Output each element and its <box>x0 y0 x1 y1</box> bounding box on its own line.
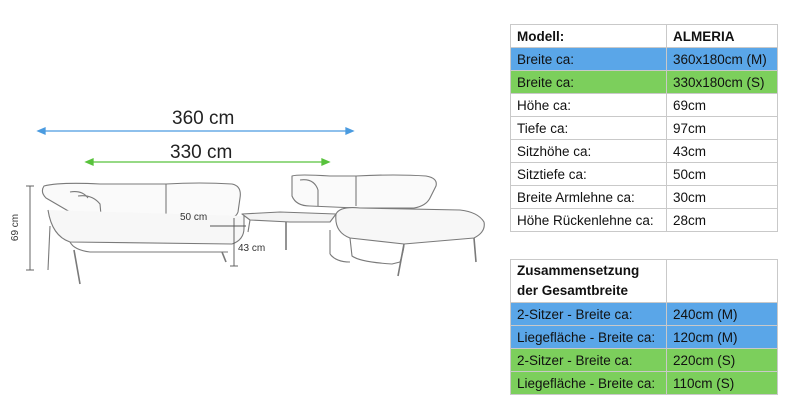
spec-label: Höhe Rückenlehne ca: <box>510 208 667 232</box>
spec-row: Breite ca: 360x180cm (M) <box>510 47 778 71</box>
spec-table: Modell: ALMERIA Breite ca: 360x180cm (M)… <box>510 24 778 232</box>
spec-value: 43cm <box>666 139 778 163</box>
composition-value: 120cm (M) <box>666 325 778 349</box>
composition-row: 2-Sitzer - Breite ca: 220cm (S) <box>510 348 778 372</box>
dimension-lines <box>26 185 246 271</box>
spec-row: Höhe Rückenlehne ca: 28cm <box>510 208 778 232</box>
spec-row: Breite ca: 330x180cm (S) <box>510 70 778 94</box>
seat-height-label: 43 cm <box>238 243 266 254</box>
spec-header-row: Modell: ALMERIA <box>510 24 778 48</box>
composition-table: Zusammensetzung der Gesamtbreite 2-Sitze… <box>510 259 778 395</box>
composition-label: Liegefläche - Breite ca: <box>510 325 667 349</box>
width-arrow-s <box>84 158 331 166</box>
composition-row: 2-Sitzer - Breite ca: 240cm (M) <box>510 302 778 326</box>
spec-row: Sitztiefe ca: 50cm <box>510 162 778 186</box>
composition-label: Liegefläche - Breite ca: <box>510 371 667 395</box>
sofa-dimension-drawing: 360 cm 330 cm 50 cm 43 cm 69 cm <box>10 108 485 285</box>
spec-value: 28cm <box>666 208 778 232</box>
width-label-m: 360 cm <box>172 108 235 129</box>
composition-header-label: Zusammensetzung der Gesamtbreite <box>510 259 667 303</box>
spec-value: 30cm <box>666 185 778 209</box>
width-arrow-m <box>36 127 355 135</box>
spec-row: Tiefe ca: 97cm <box>510 116 778 140</box>
spec-value: 360x180cm (M) <box>666 47 778 71</box>
composition-value: 240cm (M) <box>666 302 778 326</box>
spec-label: Breite Armlehne ca: <box>510 185 667 209</box>
spec-label: Tiefe ca: <box>510 116 667 140</box>
spec-label: Sitztiefe ca: <box>510 162 667 186</box>
seat-depth-label: 50 cm <box>180 212 208 223</box>
spec-row: Sitzhöhe ca: 43cm <box>510 139 778 163</box>
composition-row: Liegefläche - Breite ca: 120cm (M) <box>510 325 778 349</box>
composition-header-row: Zusammensetzung der Gesamtbreite <box>510 259 778 303</box>
composition-value: 110cm (S) <box>666 371 778 395</box>
spec-header-label: Modell: <box>510 24 667 48</box>
spec-value: 50cm <box>666 162 778 186</box>
spec-row: Höhe ca: 69cm <box>510 93 778 117</box>
composition-label: 2-Sitzer - Breite ca: <box>510 348 667 372</box>
width-label-s: 330 cm <box>170 142 233 163</box>
spec-value: 330x180cm (S) <box>666 70 778 94</box>
spec-value: 97cm <box>666 116 778 140</box>
spec-label: Breite ca: <box>510 70 667 94</box>
composition-label: 2-Sitzer - Breite ca: <box>510 302 667 326</box>
total-height-label: 69 cm <box>10 213 22 242</box>
composition-row: Liegefläche - Breite ca: 110cm (S) <box>510 371 778 395</box>
spec-label: Sitzhöhe ca: <box>510 139 667 163</box>
composition-header-value <box>666 259 778 303</box>
sofa-outline <box>41 174 485 285</box>
composition-value: 220cm (S) <box>666 348 778 372</box>
spec-value: 69cm <box>666 93 778 117</box>
sofa-sketch <box>26 127 485 285</box>
spec-label: Höhe ca: <box>510 93 667 117</box>
spec-header-value: ALMERIA <box>666 24 778 48</box>
spec-label: Breite ca: <box>510 47 667 71</box>
spec-row: Breite Armlehne ca: 30cm <box>510 185 778 209</box>
